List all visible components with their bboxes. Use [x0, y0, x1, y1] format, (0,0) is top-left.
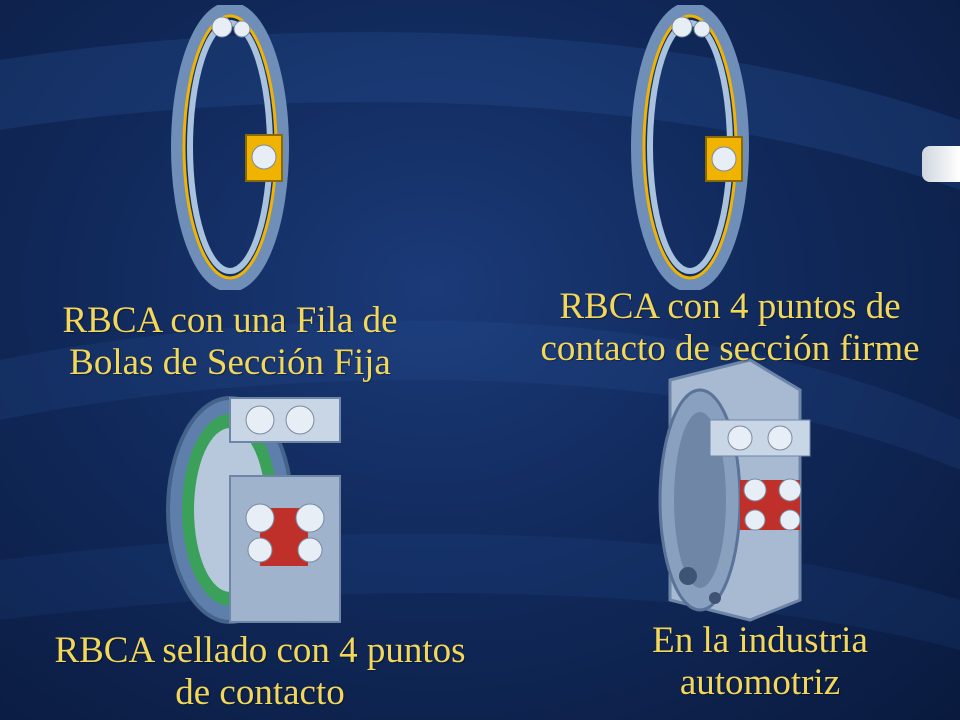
caption-single-row: RBCA con una Fila de Bolas de Sección Fi… — [62, 300, 398, 383]
single-row-bearing-image — [171, 5, 289, 290]
slide-edge-tab — [922, 146, 960, 182]
four-point-bearing-image — [631, 5, 749, 290]
sealed-bearing-image — [166, 396, 341, 624]
caption-automotive: En la industria automotriz — [652, 620, 868, 703]
caption-four-point: RBCA con 4 puntos de contacto de sección… — [540, 286, 920, 369]
caption-sealed: RBCA sellado con 4 puntos de contacto — [54, 630, 466, 713]
automotive-hub-bearing-image — [658, 358, 811, 622]
